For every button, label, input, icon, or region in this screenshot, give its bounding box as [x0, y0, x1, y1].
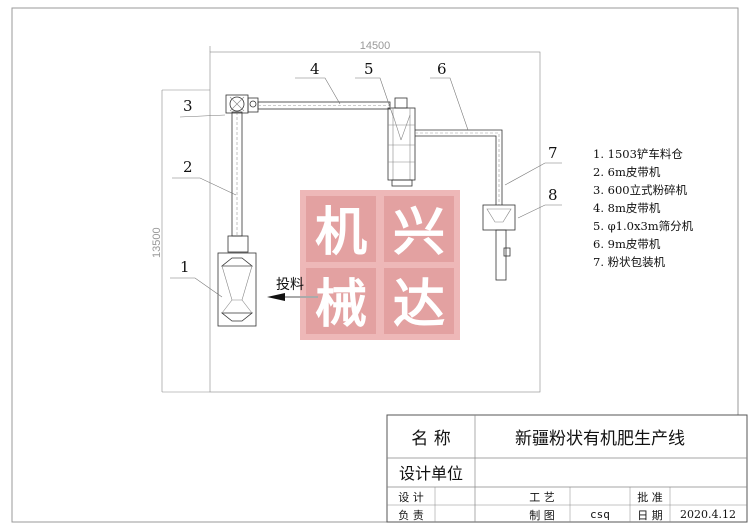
screening-machine: [387, 97, 416, 187]
project-name: 新疆粉状有机肥生产线: [515, 429, 685, 449]
date-value: 2020.4.12: [680, 508, 736, 521]
conveyor-8m: [257, 101, 391, 110]
plant-outline: [209, 51, 541, 393]
svg-text:兴: 兴: [393, 203, 445, 263]
legend-item: 7. 粉状包装机: [593, 255, 666, 269]
svg-text:械: 械: [315, 275, 367, 335]
vertical-crusher: [225, 94, 259, 114]
legend-item: 4. 8m皮带机: [593, 201, 661, 215]
packing-machine: [482, 204, 516, 281]
callout-6: 6: [437, 60, 447, 78]
name-label: 名 称: [411, 429, 450, 449]
process-label: 工 艺: [529, 491, 555, 504]
callout-leaders: [170, 77, 562, 298]
legend-item: 6. 9m皮带机: [593, 237, 661, 251]
feed-label: 投料: [276, 277, 304, 293]
width-dimension: 14500: [360, 40, 391, 52]
callout-3: 3: [183, 97, 193, 115]
height-dimension: 13500: [151, 227, 163, 258]
legend-item: 1. 1503铲车料仓: [593, 147, 683, 161]
svg-text:达: 达: [393, 275, 445, 335]
legend-item: 3. 600立式粉碎机: [593, 183, 688, 197]
callout-7: 7: [548, 144, 558, 162]
drawing-value: csq: [590, 508, 610, 521]
unit-label: 设计单位: [399, 464, 463, 483]
legend-item: 5. φ1.0x3m筛分机: [593, 219, 694, 233]
forklift-hopper: [217, 235, 257, 327]
approve-label: 批 准: [637, 490, 663, 504]
date-label: 日 期: [637, 509, 663, 522]
callout-2: 2: [183, 158, 193, 176]
sheet-border: [11, 7, 739, 523]
callout-4: 4: [310, 60, 320, 78]
company-stamp: 机 兴 械 达: [300, 190, 460, 340]
callout-1: 1: [180, 258, 190, 276]
equipment-legend: 1. 1503铲车料仓 2. 6m皮带机 3. 600立式粉碎机 4. 8m皮带…: [593, 147, 694, 269]
drawing-label: 制 图: [529, 509, 555, 522]
feed-arrow: 投料: [267, 277, 318, 301]
title-block: 名 称 新疆粉状有机肥生产线 设计单位 设 计 负 责 工 艺 制 图 csq …: [386, 414, 748, 523]
responsible-label: 负 责: [398, 508, 424, 522]
svg-text:机: 机: [315, 203, 367, 263]
design-label: 设 计: [398, 491, 424, 504]
callout-8: 8: [548, 186, 558, 204]
legend-item: 2. 6m皮带机: [593, 165, 661, 179]
callout-5: 5: [364, 60, 374, 78]
conveyor-6m: [231, 111, 243, 237]
conveyor-9m: [415, 129, 503, 205]
